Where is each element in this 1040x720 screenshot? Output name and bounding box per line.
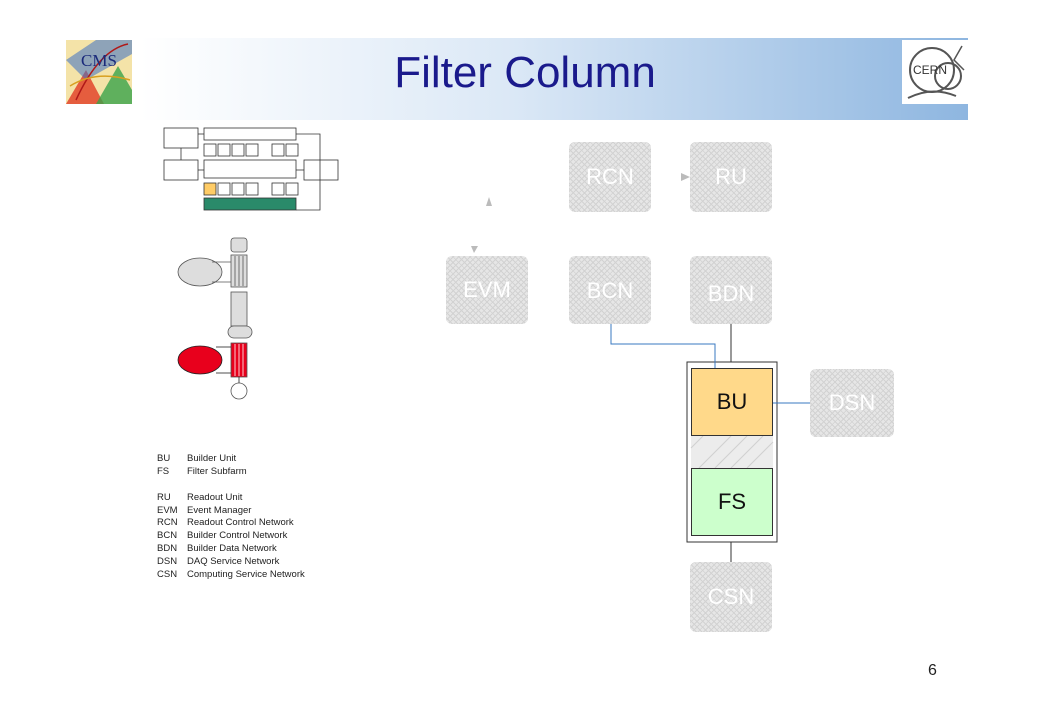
page-number: 6 (928, 662, 937, 679)
cms-logo-text: CMS (81, 51, 117, 70)
cern-logo-text: CERN (913, 63, 947, 77)
fs-unit: FS (691, 468, 773, 536)
mini-flow (177, 237, 253, 400)
bcn-node: BCN (569, 256, 651, 324)
cern-logo: CERN (902, 40, 968, 104)
cms-logo: CMS (66, 40, 132, 104)
title-banner (140, 38, 968, 120)
slide-title: Filter Column (394, 48, 656, 97)
bu-unit: BU (691, 368, 773, 436)
evm-node: EVM (446, 256, 528, 324)
bdn-node: BDN (690, 256, 772, 324)
csn-node: CSN (690, 562, 772, 632)
ru-node: RU (690, 142, 772, 212)
dsn-node: DSN (810, 369, 894, 437)
mini-schematic (163, 127, 339, 211)
rcn-node: RCN (569, 142, 651, 212)
